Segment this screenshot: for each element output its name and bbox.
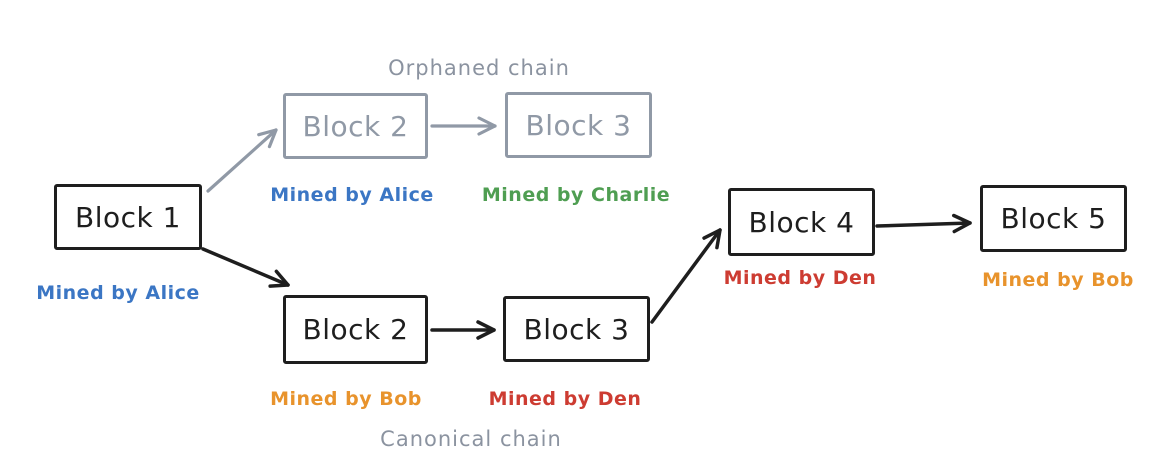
canonical-block-2: Block 2 <box>283 295 428 364</box>
arrow-block1-to-canonical-block2 <box>201 247 290 288</box>
canonical-chain-label: Canonical chain <box>380 427 562 451</box>
miner-label-canonical-block-3: Mined by Den <box>488 388 642 410</box>
orphaned-chain-label: Orphaned chain <box>388 56 570 80</box>
arrow-canonical-block3-to-block4 <box>650 228 722 324</box>
orphan-block-3: Block 3 <box>505 92 652 158</box>
block-1: Block 1 <box>54 184 202 250</box>
miner-label-canonical-block-2: Mined by Bob <box>270 388 422 410</box>
miner-label-orphan-block-3: Mined by Charlie <box>481 184 671 206</box>
miner-label-block-4: Mined by Den <box>723 267 877 289</box>
block-5: Block 5 <box>980 185 1127 252</box>
arrow-block1-to-orphan-block2 <box>206 128 278 193</box>
block-4: Block 4 <box>728 188 875 256</box>
miner-label-block-1: Mined by Alice <box>36 282 200 304</box>
canonical-block-3: Block 3 <box>503 296 650 362</box>
miner-label-block-5: Mined by Bob <box>982 269 1134 291</box>
orphan-block-2: Block 2 <box>283 93 428 159</box>
arrow-block4-to-block5 <box>875 213 972 234</box>
miner-label-orphan-block-2: Mined by Alice <box>270 184 434 206</box>
